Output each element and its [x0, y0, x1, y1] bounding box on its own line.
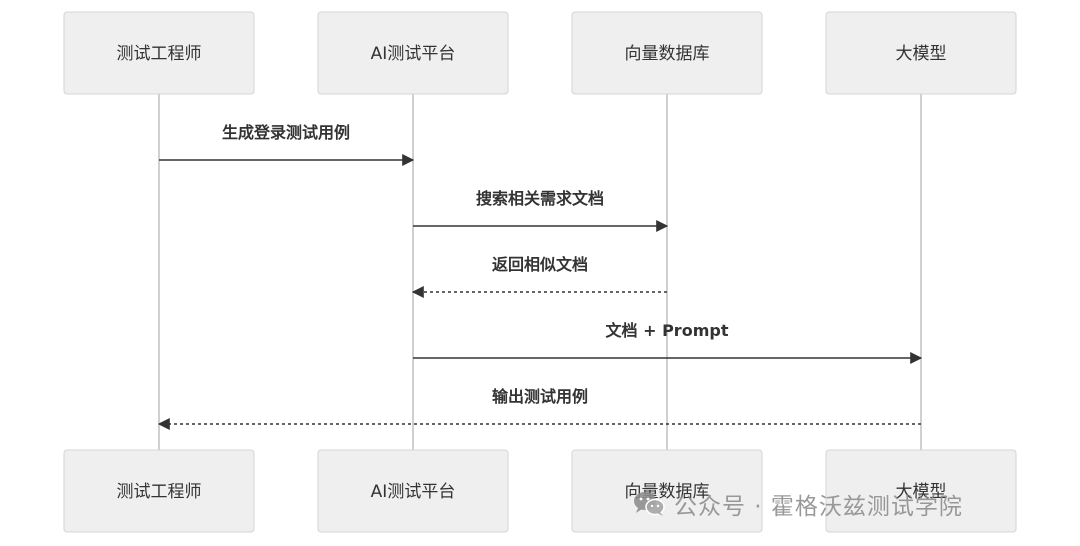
actor-ai-platform-top: AI测试平台	[317, 11, 509, 95]
watermark: 公众号 · 霍格沃兹测试学院	[632, 484, 963, 524]
actor-llm-bottom: 大模型	[825, 449, 1017, 533]
message-output-tests: 输出测试用例	[157, 387, 921, 430]
messages: 生成登录测试用例 搜索相关需求文档 返回相似文档 文档 + Prompt 输出测…	[157, 123, 923, 430]
actor-label: 测试工程师	[117, 482, 202, 502]
actor-label: 大模型	[896, 482, 947, 502]
actor-label: 向量数据库	[625, 44, 710, 64]
message-label: 生成登录测试用例	[222, 123, 350, 142]
message-label: 搜索相关需求文档	[476, 189, 604, 208]
actor-label: 大模型	[896, 44, 947, 64]
actor-label: AI测试平台	[371, 44, 456, 64]
watermark-text: 公众号 · 霍格沃兹测试学院	[674, 494, 963, 520]
wechat-icon	[632, 490, 666, 518]
actor-tester-top: 测试工程师	[63, 11, 255, 95]
message-label: 输出测试用例	[492, 387, 588, 406]
message-return-similar-docs: 返回相似文档	[411, 255, 667, 298]
lifelines	[158, 94, 922, 450]
actor-label: 测试工程师	[117, 44, 202, 64]
actor-label: AI测试平台	[371, 482, 456, 502]
message-label: 文档 + Prompt	[606, 321, 729, 340]
actors-top: 测试工程师 AI测试平台 向量数据库 大模型	[63, 11, 1017, 95]
message-generate-login-tests: 生成登录测试用例	[159, 123, 415, 166]
message-docs-prompt: 文档 + Prompt	[413, 321, 923, 364]
actor-llm-top: 大模型	[825, 11, 1017, 95]
message-search-docs: 搜索相关需求文档	[413, 189, 669, 232]
actor-vector-db-top: 向量数据库	[571, 11, 763, 95]
actors-bottom: 测试工程师 AI测试平台 向量数据库 大模型	[63, 449, 1017, 533]
actor-ai-platform-bottom: AI测试平台	[317, 449, 509, 533]
message-label: 返回相似文档	[492, 255, 588, 274]
actor-tester-bottom: 测试工程师	[63, 449, 255, 533]
